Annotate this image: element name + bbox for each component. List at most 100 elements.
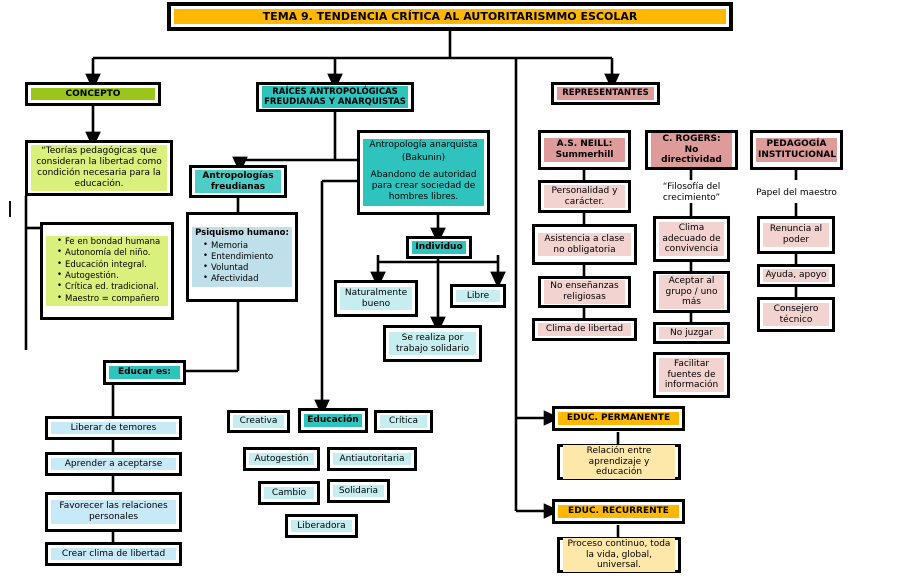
node-individuo[interactable]: Individuo	[406, 236, 472, 259]
educ-permanente-header-text: EDUC. PERMANENTE	[558, 412, 679, 425]
node-educacion-liberadora[interactable]: Liberadora	[285, 514, 358, 538]
freudianas-line2: freudianas	[210, 181, 266, 192]
list-item: Educación integral.	[57, 259, 166, 271]
naturalmente-bueno-text: Naturalmente bueno	[340, 286, 412, 311]
pedagogia-subtitle-text: Papel del maestro	[756, 187, 837, 198]
node-educacion-autogestion[interactable]: Autogestión	[243, 447, 320, 471]
raices-header-line2: FREUDIANAS Y ANARQUISTAS	[264, 97, 406, 107]
node-concepto-header[interactable]: CONCEPTO	[25, 82, 161, 106]
rogers-line2: No directividad	[661, 144, 722, 166]
node-libre[interactable]: Libre	[450, 284, 506, 308]
node-neill-item-2[interactable]: Asistencia a clase no obligatoria	[532, 224, 637, 265]
node-rogers-item-2[interactable]: Aceptar al grupo / uno más	[653, 271, 730, 313]
representantes-header-text: REPRESENTANTES	[557, 87, 654, 100]
list-item: Autonomía del niño.	[57, 247, 166, 259]
node-educ-permanente-body[interactable]: Relación entre aprendizaje y educación	[557, 444, 681, 480]
anarquista-body-text: Abandono de autoridad para crear socieda…	[370, 170, 477, 202]
educ-permanente-body-text: Relación entre aprendizaje y educación	[563, 444, 675, 480]
anarquista-title-line2: (Bakunin)	[401, 153, 446, 164]
pedagogia-item-2-text: Ayuda, apoyo	[763, 269, 829, 282]
anarquista-title-line1: Antropología anarquista	[369, 140, 478, 151]
educ-recurrente-body-text: Proceso continuo, toda la vida, global, …	[563, 537, 675, 573]
node-pedagogia-item-3[interactable]: Consejero técnico	[757, 297, 835, 332]
list-item: Maestro = compañero	[57, 293, 166, 305]
antiautoritaria-text: Antiautoritaria	[333, 452, 411, 466]
node-antropologia-anarquista[interactable]: Antropología anarquista (Bakunin) Abando…	[357, 130, 490, 215]
neill-item-3-text: No enseñanzas religiosas	[544, 280, 625, 304]
critica-text: Crítica	[380, 415, 427, 428]
neill-header-text: A.S. NEILL:Summerhill	[544, 138, 625, 162]
crear-clima-libertad-text: Crear clima de libertad	[51, 547, 176, 561]
favorecer-relaciones-text: Favorecer las relaciones personales	[51, 500, 176, 524]
psiquismo-items-ul: Memoria Entendimiento Voluntad Afectivid…	[194, 240, 290, 286]
node-neill-item-4[interactable]: Clima de libertad	[532, 318, 637, 341]
cambio-text: Cambio	[264, 486, 314, 500]
concepto-features-list: Fe en bondad humana Autonomía del niño. …	[46, 236, 168, 306]
node-educacion-critica[interactable]: Crítica	[374, 410, 433, 433]
pedagogia-line1: PEDAGOGÍA	[766, 139, 827, 150]
raices-header-line1: RAÍCES ANTROPOLÓGICAS	[272, 86, 398, 97]
neill-item-4-text: Clima de libertad	[538, 323, 631, 336]
node-educacion-antiautoritaria[interactable]: Antiautoritaria	[327, 447, 417, 471]
list-item: Fe en bondad humana	[57, 236, 166, 248]
node-educacion-cambio[interactable]: Cambio	[258, 481, 320, 505]
node-educacion-solidaria[interactable]: Solidaria	[327, 479, 390, 503]
node-educacion-creativa[interactable]: Creativa	[227, 410, 290, 433]
educ-recurrente-header-text: EDUC. RECURRENTE	[558, 505, 679, 518]
node-educ-permanente-header[interactable]: EDUC. PERMANENTE	[552, 406, 685, 431]
node-aprender-a-aceptarse[interactable]: Aprender a aceptarse	[45, 452, 182, 476]
node-trabajo-solidario[interactable]: Se realiza por trabajo solidario	[383, 325, 482, 362]
libre-text: Libre	[456, 289, 500, 303]
liberadora-text: Liberadora	[291, 519, 352, 533]
node-neill-item-1[interactable]: Personalidad y carácter.	[538, 180, 631, 213]
list-item: Memoria	[203, 240, 290, 252]
rogers-item-1-text: Clima adecuado de convivencia	[659, 221, 724, 257]
node-liberar-de-temores[interactable]: Liberar de temores	[45, 416, 182, 440]
neill-item-2-text: Asistencia a clase no obligatoria	[538, 232, 631, 257]
neill-item-1-text: Personalidad y carácter.	[544, 184, 625, 209]
node-pedagogia-item-2[interactable]: Ayuda, apoyo	[757, 264, 835, 287]
autogestion-text: Autogestión	[249, 452, 314, 466]
rogers-item-3-text: No juzgar	[659, 326, 724, 340]
neill-line2: Summerhill	[555, 150, 614, 160]
psiquismo-header-text: Psiquismo humano:	[195, 228, 289, 239]
node-educacion[interactable]: Educación	[298, 408, 368, 433]
node-favorecer-relaciones[interactable]: Favorecer las relaciones personales	[45, 492, 182, 532]
node-representantes-header[interactable]: REPRESENTANTES	[551, 82, 660, 105]
liberar-temores-text: Liberar de temores	[51, 421, 176, 435]
neill-line1: A.S. NEILL:	[556, 139, 613, 150]
node-psiquismo-humano[interactable]: Psiquismo humano: Memoria Entendimiento …	[186, 212, 298, 302]
node-concepto-features[interactable]: Fe en bondad humana Autonomía del niño. …	[40, 222, 174, 320]
node-crear-clima-libertad[interactable]: Crear clima de libertad	[45, 542, 182, 566]
node-neill-header[interactable]: A.S. NEILL:Summerhill	[538, 130, 631, 170]
aprender-aceptarse-text: Aprender a aceptarse	[51, 457, 176, 471]
node-rogers-item-3[interactable]: No juzgar	[653, 322, 730, 344]
list-item: Voluntad	[203, 262, 290, 274]
text-cursor-artifact	[9, 201, 11, 217]
list-item: Entendimiento	[203, 251, 290, 263]
node-rogers-item-4[interactable]: Facilitar fuentes de información	[653, 352, 730, 398]
node-pedagogia-item-1[interactable]: Renuncia al poder	[757, 216, 835, 254]
node-rogers-item-1[interactable]: Clima adecuado de convivencia	[653, 216, 730, 262]
node-concepto-definition[interactable]: “Teorías pedagógicas que consideran la l…	[25, 140, 173, 196]
rogers-item-4-text: Facilitar fuentes de información	[659, 357, 724, 393]
educacion-text: Educación	[304, 414, 362, 427]
anarquista-content: Antropología anarquista (Bakunin) Abando…	[363, 139, 484, 206]
node-educar-es[interactable]: Educar es:	[103, 360, 186, 385]
node-educ-recurrente-header[interactable]: EDUC. RECURRENTE	[552, 499, 685, 524]
freudianas-line1: Antropologías	[202, 170, 274, 181]
node-neill-item-3[interactable]: No enseñanzas religiosas	[538, 276, 631, 308]
trabajo-solidario-text: Se realiza por trabajo solidario	[389, 331, 476, 356]
rogers-header-text: C. ROGERS:No directividad	[651, 132, 732, 168]
node-naturalmente-bueno[interactable]: Naturalmente bueno	[334, 280, 418, 317]
node-educ-recurrente-body[interactable]: Proceso continuo, toda la vida, global, …	[557, 537, 681, 573]
list-item: Crítica ed. tradicional.	[57, 281, 166, 293]
node-rogers-header[interactable]: C. ROGERS:No directividad	[645, 130, 738, 170]
individuo-text: Individuo	[412, 241, 466, 254]
